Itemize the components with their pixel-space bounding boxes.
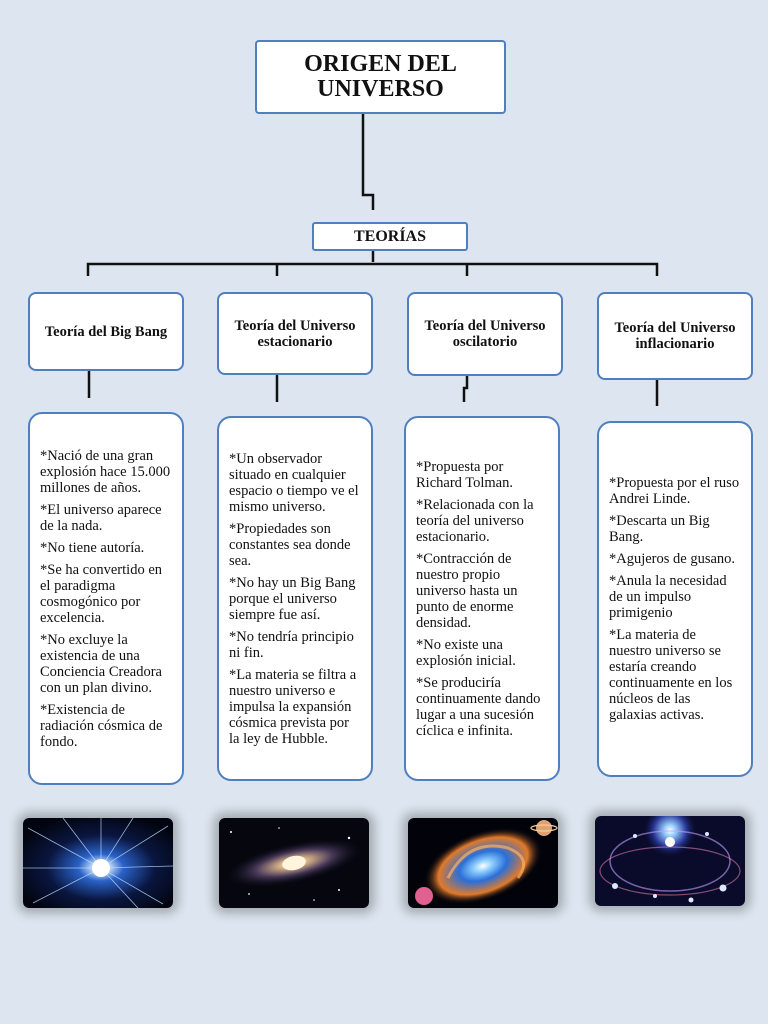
theory-point: *El universo aparece de la nada. <box>40 501 162 534</box>
theory-description-oscilatorio: *Propuesta por Richard Tolman. *Relacion… <box>404 416 560 781</box>
diagram-title: ORIGEN DEL UNIVERSO <box>304 51 457 102</box>
theory-point: *Propuesta por Richard Tolman. <box>416 458 513 491</box>
theory-point: *No tiene autoría. <box>40 539 145 556</box>
theory-name: Teoría del Universo oscilatorio <box>424 318 546 350</box>
theory-name: Teoría del Big Bang <box>44 323 168 340</box>
theory-point: *Propuesta por el ruso Andrei Linde. <box>609 475 740 507</box>
theory-point: *Agujeros de gusano. <box>609 551 736 567</box>
title-to-teorias-connector <box>361 114 375 210</box>
theory-name: Teoría del Universo inflacionario <box>614 320 736 352</box>
theory-point: *La materia se filtra a nuestro universo… <box>229 666 357 747</box>
theory-description-big-bang: *Nació de una gran explosión hace 15.000… <box>28 412 184 785</box>
theory-point: *No existe una explosión inicial. <box>416 636 516 669</box>
theory-point: *Descarta un Big Bang. <box>609 513 710 545</box>
theory-point: *Propiedades son constantes sea donde se… <box>229 520 351 569</box>
image-spiral-galaxy-planets <box>408 818 558 908</box>
theory-heading-big-bang: Teoría del Big Bang <box>28 292 184 371</box>
branch-horizontal-connector <box>86 262 659 276</box>
theory-point: *Relacionada con la teoría del universo … <box>416 496 534 545</box>
category-label: TEORÍAS <box>353 227 427 245</box>
theory-point: *Se produciría continuamente dando lugar… <box>416 674 541 739</box>
image-cosmic-web-galaxies <box>595 816 745 906</box>
theory-point: *Se ha convertido en el paradigma cosmog… <box>40 561 163 626</box>
theory-point: *Nació de una gran explosión hace 15.000… <box>40 447 171 496</box>
theory-heading-inflacionario: Teoría del Universo inflacionario <box>597 292 753 380</box>
image-spiral-galaxy-edge <box>219 818 369 908</box>
theory-point: *Existencia de radiación cósmica de fond… <box>40 701 163 750</box>
theory-point: *Un observador situado en cualquier espa… <box>229 450 359 515</box>
theory-point: *No excluye la existencia de una Concien… <box>40 631 162 696</box>
theory-point: *No hay un Big Bang porque el universo s… <box>229 574 356 623</box>
title-box: ORIGEN DEL UNIVERSO <box>255 40 506 114</box>
theory-description-inflacionario: *Propuesta por el ruso Andrei Linde. *De… <box>597 421 753 777</box>
image-bright-star-burst <box>23 818 173 908</box>
theory-heading-estacionario: Teoría del Universo estacionario <box>217 292 373 375</box>
theory-point: *Contracción de nuestro propio universo … <box>416 550 518 631</box>
theory-description-estacionario: *Un observador situado en cualquier espa… <box>217 416 373 781</box>
head-to-desc-connector-3 <box>462 376 469 402</box>
theory-point: *No tendría principio ni fin. <box>229 628 354 661</box>
theory-name: Teoría del Universo estacionario <box>234 317 356 350</box>
theory-heading-oscilatorio: Teoría del Universo oscilatorio <box>407 292 563 376</box>
theory-point: *La materia de nuestro universo se estar… <box>609 627 733 723</box>
category-box: TEORÍAS <box>312 222 468 251</box>
theory-point: *Anula la necesidad de un impulso primig… <box>609 573 727 621</box>
